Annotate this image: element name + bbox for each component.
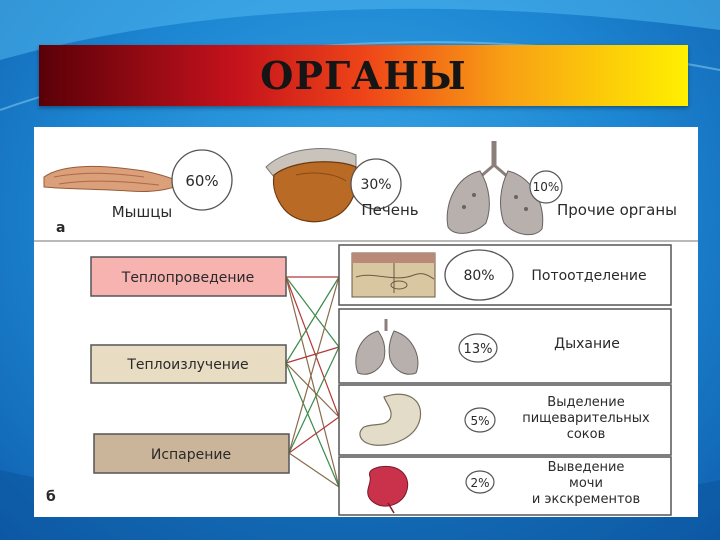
excretion-label-line3: и экскрементов [532,492,640,507]
excretion-percent: 2% [470,476,489,490]
breathing-percent: 13% [464,342,493,357]
muscle-percent-circle [171,149,233,211]
muscle-label: Мышцы [112,203,173,221]
digestion-percent: 5% [470,414,489,428]
diagram-panel: 60% Мышцы 30% Печень 10% Прочие органы а [34,127,698,517]
liver-percent-circle [350,158,402,210]
other-label: Прочие органы [557,201,677,219]
digestion-label-line1: Выделение [547,395,624,410]
breathing-label: Дыхание [554,336,620,352]
liver-illustration [265,148,358,223]
lungs-illustration [446,141,544,236]
route-box-breathing [338,308,672,384]
mechanism-box-conduction [90,256,287,297]
heat-loss-diagram: 60% Мышцы 30% Печень 10% Прочие органы а [34,141,698,516]
sweat-label: Потоотделение [531,268,646,284]
excretion-percent-circle [465,470,495,494]
lungs-small-illustration [355,319,419,375]
liver-percent: 30% [360,177,391,193]
sweat-percent-circle [444,249,514,301]
mechanism-box-evaporation [93,433,290,474]
mechanism-label-evaporation: Испарение [151,447,231,463]
digestion-label-line3: соков [567,427,606,442]
excretion-label-line1: Выведение [548,460,625,475]
title-banner: ОРГАНЫ [39,45,688,106]
sweat-percent: 80% [463,268,494,284]
other-percent: 10% [533,180,560,194]
liver-label: Печень [361,201,418,219]
stomach-illustration [359,393,422,446]
mechanism-label-radiation: Теплоизлучение [126,357,248,373]
other-percent-circle [529,170,563,204]
digestion-label-line2: пищеварительных [522,411,650,426]
digestion-percent-circle [464,407,496,433]
section-a-marker: а [56,220,65,236]
breathing-percent-circle [458,333,498,363]
mechanism-label-conduction: Теплопроведение [121,270,254,286]
excretion-label-line2: мочи [569,476,603,491]
muscle-percent: 60% [185,172,218,190]
page-title: ОРГАНЫ [260,53,467,98]
mechanism-box-radiation [90,344,287,384]
section-b-marker: б [46,489,56,505]
kidney-illustration [367,465,409,514]
skin-illustration [351,252,436,298]
connector-lines [285,276,340,488]
